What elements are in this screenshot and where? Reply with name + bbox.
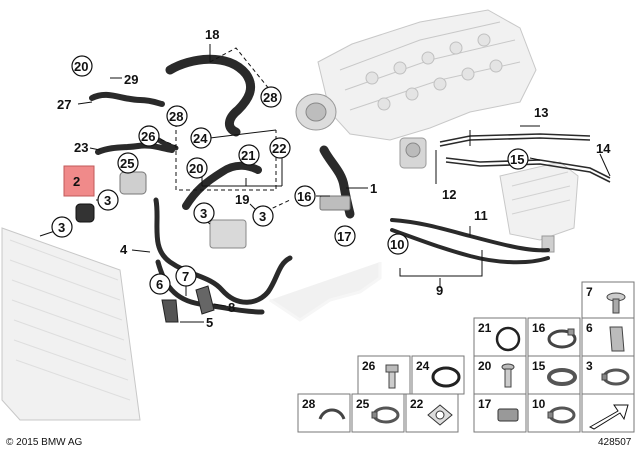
hose-23	[95, 142, 175, 155]
legend-label: 26	[362, 359, 376, 373]
callout-6: 6	[156, 277, 163, 292]
callout-3: 3	[200, 206, 207, 221]
arrow-icon	[588, 404, 629, 430]
legend-cell: 16	[527, 317, 581, 357]
legend-label: 7	[586, 285, 593, 299]
callout-7: 7	[182, 269, 189, 284]
legend-label: 10	[532, 397, 546, 411]
diagram-number: 428507	[598, 437, 632, 448]
legend-cell	[581, 393, 635, 433]
callout-24: 24	[193, 131, 208, 146]
callout-3: 3	[259, 209, 266, 224]
line-13	[439, 133, 591, 143]
legend-cell: 22	[405, 393, 459, 433]
hose-19	[182, 161, 262, 210]
bracket	[161, 285, 215, 323]
callout-15: 15	[510, 152, 524, 167]
hose-18	[165, 54, 255, 137]
bracket-icon	[609, 326, 625, 352]
legend-cell: 25	[351, 393, 405, 433]
callout-12: 12	[442, 187, 456, 202]
hose-clip-icon	[318, 408, 346, 420]
callout-23: 23	[74, 140, 88, 155]
legend-cell: 15	[527, 355, 581, 395]
callout-28: 28	[169, 109, 183, 124]
clamp-icon	[547, 406, 576, 424]
callout-25: 25	[120, 156, 134, 171]
legend-cell: 20	[473, 355, 527, 395]
engine-block	[317, 9, 537, 141]
gasket-icon	[427, 404, 453, 426]
callout-20: 20	[74, 59, 88, 74]
legend-label: 28	[302, 397, 316, 411]
heater-core	[499, 161, 579, 253]
callout-9: 9	[436, 283, 443, 298]
callout-2: 2	[73, 174, 80, 189]
callout-3: 3	[104, 193, 111, 208]
line-9	[390, 228, 550, 265]
electric-pump	[75, 171, 351, 249]
hex-bolt-icon	[385, 364, 399, 389]
legend-label: 20	[478, 359, 492, 373]
legend-label: 21	[478, 321, 492, 335]
legend-cell: 21	[473, 317, 527, 357]
callout-29: 29	[124, 72, 138, 87]
callout-19: 19	[235, 192, 249, 207]
callout-10: 10	[390, 237, 404, 252]
callout-20: 20	[189, 161, 203, 176]
thermostat	[209, 219, 247, 249]
legend-label: 15	[532, 359, 546, 373]
spring-band-clamp-icon	[547, 368, 577, 386]
water-pump	[295, 93, 337, 131]
callout-1: 1	[370, 181, 377, 196]
callout-28: 28	[263, 90, 277, 105]
callout-16: 16	[297, 189, 311, 204]
hose-clamp-icon	[547, 328, 577, 349]
legend-label: 17	[478, 397, 492, 411]
legend-cell: 26	[357, 355, 411, 395]
legend-label: 25	[356, 397, 370, 411]
legend-cell: 3	[581, 355, 635, 395]
copyright: © 2015 BMW AG	[6, 437, 83, 448]
legend-label: 24	[416, 359, 430, 373]
legend-cell: 24	[411, 355, 465, 395]
callout-8: 8	[228, 300, 235, 315]
callout-22: 22	[272, 141, 286, 156]
hose-27	[89, 91, 165, 107]
rubber-mount	[75, 203, 95, 223]
legend-label: 22	[410, 397, 424, 411]
callout-3: 3	[58, 220, 65, 235]
legend-label: 3	[586, 359, 593, 373]
o-ring-icon	[431, 366, 461, 388]
legend-cell: 10	[527, 393, 581, 433]
auxiliary-water-pump	[399, 137, 427, 169]
legend-cell: 7	[581, 281, 635, 321]
callout-14: 14	[596, 141, 611, 156]
callout-17: 17	[337, 229, 351, 244]
hose-4	[153, 197, 293, 305]
callout-18: 18	[205, 27, 219, 42]
callout-21: 21	[241, 148, 255, 163]
callout-27: 27	[57, 97, 71, 112]
parts-legend: 7 21 16 6 26 24 20 15 3 28 25 22 17 10	[297, 281, 635, 433]
callout-26: 26	[141, 129, 155, 144]
callout-13: 13	[534, 105, 548, 120]
callout-4: 4	[120, 242, 128, 257]
radiator	[1, 227, 141, 421]
clamp-icon	[371, 406, 400, 424]
legend-label: 16	[532, 321, 546, 335]
expansion-rivet-icon	[606, 292, 626, 314]
callout-11: 11	[474, 208, 488, 223]
legend-cell: 6	[581, 317, 635, 357]
screw-icon	[501, 363, 515, 388]
sealing-ring-icon	[495, 326, 521, 352]
highlight-callout-2	[63, 165, 95, 197]
legend-cell: 28	[297, 393, 351, 433]
connector-icon	[497, 408, 519, 422]
legend-cell: 17	[473, 393, 527, 433]
legend-label: 6	[586, 321, 593, 335]
callout-5: 5	[206, 315, 213, 330]
clamp-icon	[601, 368, 630, 386]
